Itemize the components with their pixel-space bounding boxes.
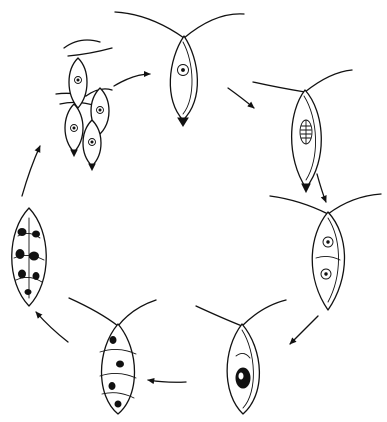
stage-1-cell — [115, 12, 244, 126]
arrow-2-to-3 — [317, 174, 326, 202]
stage-4-cell — [196, 300, 286, 414]
stage-5-cell — [69, 298, 156, 414]
stage-7-cell-cluster — [56, 40, 112, 170]
arrow-7-to-1 — [114, 74, 150, 86]
arrow-6-to-7 — [22, 146, 40, 196]
stage-2-cell — [253, 70, 352, 192]
arrow-4-to-5 — [148, 380, 186, 382]
arrow-3-to-4 — [290, 316, 318, 344]
stage-6-cell — [12, 208, 47, 306]
daughter-cell-a — [69, 58, 87, 108]
arrow-1-to-2 — [228, 88, 254, 108]
stigma — [178, 118, 188, 126]
cell-body — [292, 90, 322, 188]
cell-body — [170, 36, 197, 120]
cell-body — [312, 212, 344, 310]
arrow-5-to-6 — [36, 312, 68, 342]
flagellum-right — [184, 14, 244, 38]
flagellum-left — [115, 12, 184, 38]
stage-3-cell — [270, 194, 381, 310]
